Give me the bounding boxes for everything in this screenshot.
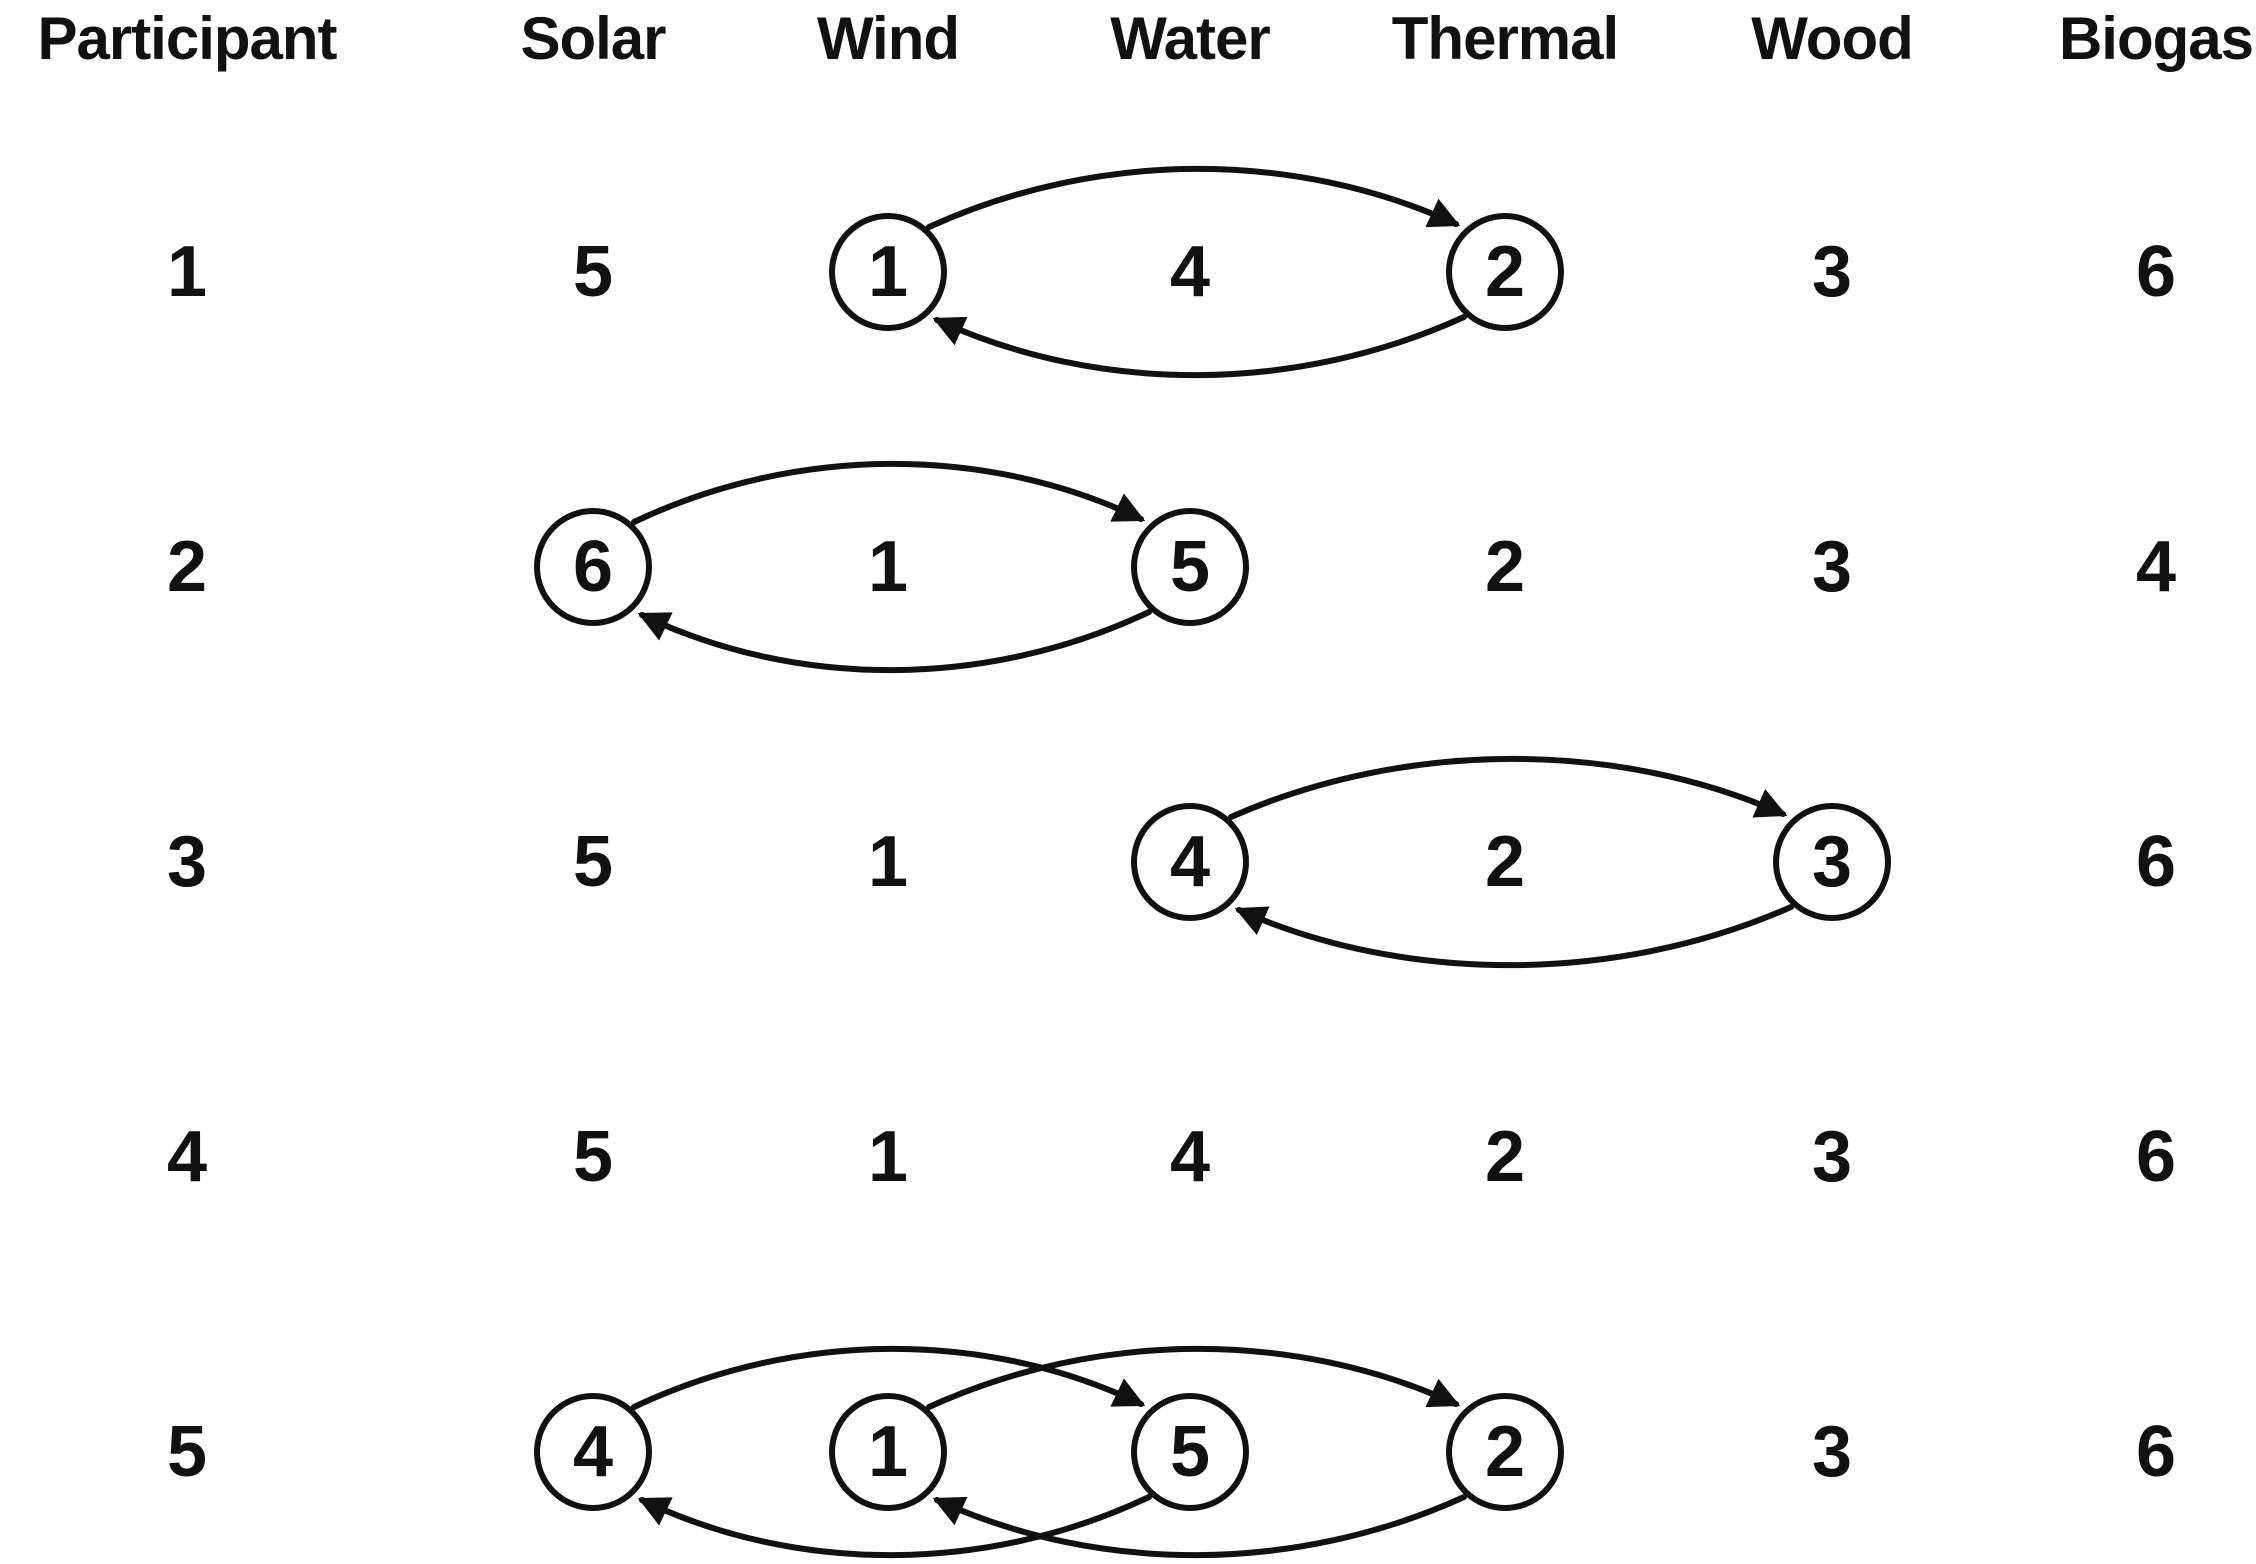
column-header-water: Water (1110, 5, 1270, 72)
swap-arc-bottom-row1-thermal-to-wind (932, 314, 1467, 379)
rank-row5-wood: 3 (1811, 1412, 1853, 1492)
swap-arc-top-row2-solar-to-water (631, 460, 1146, 525)
participant-id-row2-participant: 2 (166, 527, 208, 607)
circled-rank-row5-water: 5 (1131, 1393, 1249, 1511)
participant-id-row1-participant: 1 (166, 232, 208, 312)
rank-row4-wind: 1 (867, 1117, 909, 1197)
participant-id-row3-participant: 3 (166, 822, 208, 902)
rank-row3-wind: 1 (867, 822, 909, 902)
circled-rank-row5-thermal: 2 (1446, 1393, 1564, 1511)
circled-rank-row5-wind: 1 (829, 1393, 947, 1511)
rank-row1-solar: 5 (572, 232, 614, 312)
circled-rank-row3-wood: 3 (1773, 803, 1891, 921)
rank-row3-solar: 5 (572, 822, 614, 902)
circled-rank-row2-solar: 6 (534, 508, 652, 626)
rank-row4-thermal: 2 (1484, 1117, 1526, 1197)
rank-row3-biogas: 6 (2135, 822, 2177, 902)
column-header-biogas: Biogas (2058, 5, 2254, 72)
rank-row2-biogas: 4 (2135, 527, 2177, 607)
rank-row1-wood: 3 (1811, 232, 1853, 312)
circled-rank-row3-water: 4 (1131, 803, 1249, 921)
swap-arc-bottom-row2-water-to-solar (637, 609, 1152, 674)
swap-arc-bottom-row5-water-to-solar (637, 1494, 1152, 1559)
swap-arc-bottom-row3-wood-to-water (1234, 904, 1794, 969)
rank-row4-solar: 5 (572, 1117, 614, 1197)
participant-id-row5-participant: 5 (166, 1412, 208, 1492)
column-header-thermal: Thermal (1391, 5, 1619, 72)
participant-id-row4-participant: 4 (166, 1117, 208, 1197)
rank-row2-thermal: 2 (1484, 527, 1526, 607)
swap-arc-top-row5-wind-to-thermal (926, 1345, 1461, 1410)
circled-rank-row5-solar: 4 (534, 1393, 652, 1511)
circled-rank-row2-water: 5 (1131, 508, 1249, 626)
rank-row2-wind: 1 (867, 527, 909, 607)
column-header-participant: Participant (37, 5, 337, 72)
column-header-solar: Solar (520, 5, 666, 72)
swap-arc-top-row5-solar-to-water (631, 1345, 1146, 1410)
circled-rank-row1-wind: 1 (829, 213, 947, 331)
rank-row3-thermal: 2 (1484, 822, 1526, 902)
rank-row4-biogas: 6 (2135, 1117, 2177, 1197)
swap-arc-bottom-row5-thermal-to-wind (932, 1494, 1467, 1559)
swap-arc-top-row3-water-to-wood (1228, 755, 1788, 820)
rank-row1-water: 4 (1169, 232, 1211, 312)
rank-row4-water: 4 (1169, 1117, 1211, 1197)
rank-row1-biogas: 6 (2135, 232, 2177, 312)
column-header-wood: Wood (1751, 5, 1914, 72)
circled-rank-row1-thermal: 2 (1446, 213, 1564, 331)
rank-row4-wood: 3 (1811, 1117, 1853, 1197)
rank-row5-biogas: 6 (2135, 1412, 2177, 1492)
swap-arc-top-row1-wind-to-thermal (926, 165, 1461, 230)
column-header-wind: Wind (816, 5, 960, 72)
rank-row2-wood: 3 (1811, 527, 1853, 607)
